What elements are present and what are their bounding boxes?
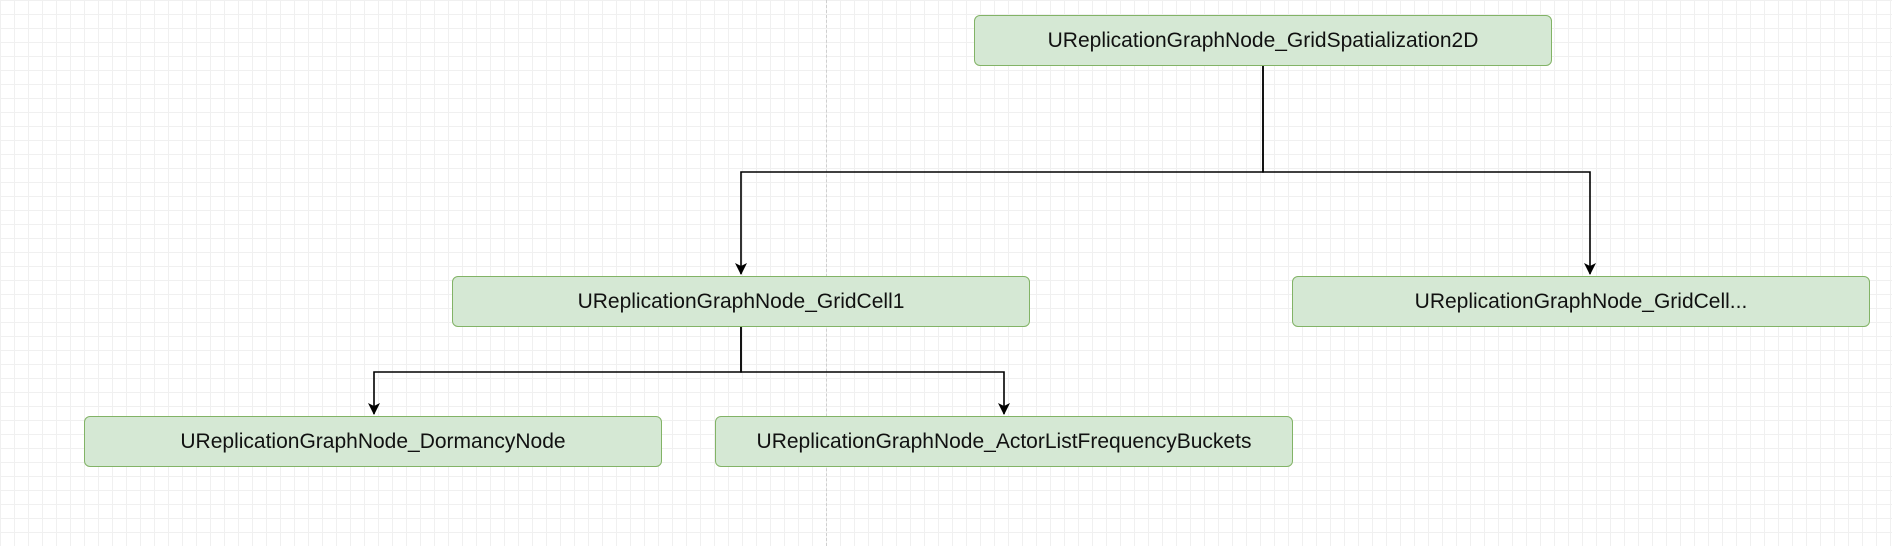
edge-root-to-celln <box>1262 66 1596 275</box>
node-grid-spatialization-2d[interactable]: UReplicationGraphNode_GridSpatialization… <box>974 15 1552 66</box>
node-actor-list-frequency-buckets[interactable]: UReplicationGraphNode_ActorListFrequency… <box>715 416 1293 467</box>
edge-cell1-to-dormancy <box>368 327 742 415</box>
node-grid-cell-1[interactable]: UReplicationGraphNode_GridCell1 <box>452 276 1030 327</box>
node-grid-cell-more[interactable]: UReplicationGraphNode_GridCell... <box>1292 276 1870 327</box>
edge-cell1-to-actorlist <box>740 327 1010 415</box>
node-label: UReplicationGraphNode_GridSpatialization… <box>1047 28 1479 52</box>
node-dormancy-node[interactable]: UReplicationGraphNode_DormancyNode <box>84 416 662 467</box>
node-label: UReplicationGraphNode_DormancyNode <box>180 429 566 453</box>
page-guide-line <box>826 0 827 546</box>
node-label: UReplicationGraphNode_ActorListFrequency… <box>756 429 1252 453</box>
node-label: UReplicationGraphNode_GridCell1 <box>577 289 905 313</box>
edge-root-to-cell1 <box>735 66 1264 275</box>
node-label: UReplicationGraphNode_GridCell... <box>1414 289 1748 313</box>
